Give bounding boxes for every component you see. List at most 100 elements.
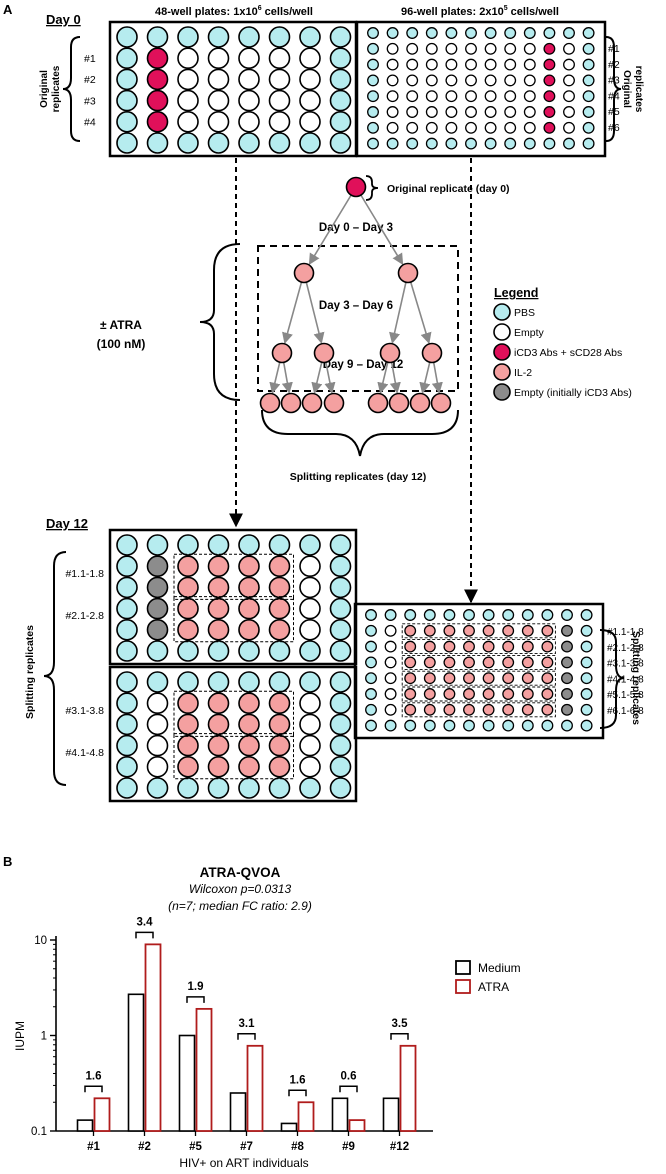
well	[207, 618, 230, 641]
iupm-bar-chart: 0.1110#11.6#23.4#51.9#73.1#81.6#90.6#123…	[31, 916, 433, 1153]
well	[329, 111, 352, 133]
well	[329, 534, 352, 556]
replicate-label: #1.1-1.8	[607, 627, 644, 638]
well	[207, 111, 230, 133]
well	[207, 597, 230, 620]
tree-arrow	[282, 281, 303, 344]
well	[406, 27, 419, 39]
well	[423, 688, 436, 700]
well	[445, 137, 458, 150]
well	[329, 576, 352, 599]
well	[445, 27, 458, 39]
day9-12-label: Day 9 – Day 12	[323, 359, 404, 371]
day0-3-label: Day 0 – Day 3	[319, 222, 393, 234]
well	[207, 47, 230, 70]
well	[423, 624, 436, 637]
well	[116, 618, 138, 641]
well	[425, 106, 438, 118]
well	[543, 58, 556, 71]
well	[502, 656, 515, 669]
well	[116, 47, 138, 70]
well	[177, 555, 199, 578]
well	[580, 703, 593, 716]
chart-subtitle-2: (n=7; median FC ratio: 2.9)	[168, 899, 312, 913]
well	[207, 89, 230, 112]
well	[386, 42, 399, 55]
fold-bracket	[84, 1085, 103, 1093]
well	[238, 47, 260, 70]
well	[563, 121, 575, 134]
legend-title: Legend	[494, 286, 538, 300]
well	[384, 672, 397, 685]
well	[484, 137, 497, 150]
y-axis-label: IUPM	[13, 1021, 27, 1051]
plate48-title: 48-well plates: 1x106 cells/well	[155, 5, 313, 18]
well	[116, 534, 138, 556]
split-reps-right-label: Splitting replicates	[630, 631, 642, 725]
tree-arrow	[419, 362, 431, 394]
well	[463, 609, 475, 621]
well	[238, 734, 260, 757]
replicate-label: #3.1-3.8	[607, 659, 644, 670]
well	[465, 42, 477, 55]
well	[238, 777, 260, 799]
well	[268, 597, 291, 620]
bar-medium	[382, 1097, 400, 1132]
well	[443, 719, 456, 732]
atra-dashed-box	[257, 245, 459, 392]
well	[541, 640, 554, 653]
chart-legend-swatch	[455, 979, 471, 994]
well	[116, 132, 138, 154]
well	[365, 624, 377, 637]
well	[386, 121, 399, 134]
well	[238, 576, 260, 599]
well	[146, 534, 169, 556]
well	[207, 734, 230, 757]
well	[406, 90, 419, 103]
well	[268, 618, 291, 641]
x-tick-label: #8	[291, 1141, 304, 1153]
x-axis-label: HIV+ on ART individuals	[179, 1156, 308, 1170]
x-tick-label: #1	[87, 1141, 100, 1153]
well	[463, 656, 475, 669]
x-tick-label: #9	[342, 1141, 355, 1153]
well	[561, 624, 573, 637]
well	[504, 137, 517, 150]
well	[238, 68, 260, 91]
well	[386, 106, 399, 118]
bar-atra	[297, 1101, 315, 1132]
well	[207, 26, 230, 48]
well	[299, 47, 321, 70]
well	[561, 688, 573, 700]
well	[504, 74, 517, 87]
well	[561, 703, 573, 716]
well	[146, 89, 169, 112]
well	[384, 688, 397, 700]
atra-label: ± ATRA	[100, 318, 142, 332]
day3-6-label: Day 3 – Day 6	[319, 300, 393, 312]
well	[116, 640, 138, 662]
well	[207, 68, 230, 91]
well	[207, 132, 230, 154]
well	[177, 618, 199, 641]
well	[146, 68, 169, 91]
well	[268, 111, 291, 133]
bar-atra	[195, 1007, 213, 1132]
well	[409, 392, 431, 414]
x-tick-label: #7	[240, 1141, 253, 1153]
well	[367, 137, 379, 150]
well	[329, 734, 352, 757]
well	[543, 74, 556, 87]
well	[146, 597, 169, 620]
well	[238, 111, 260, 133]
chart-title: ATRA-QVOA	[200, 865, 281, 880]
replicate-label: #4	[84, 117, 96, 129]
well	[582, 58, 595, 71]
replicate-label: #2.1-2.8	[607, 643, 644, 654]
well	[238, 555, 260, 578]
bar-medium	[127, 993, 145, 1132]
replicate-box	[401, 654, 556, 670]
orig-rep-left-line1: Original	[39, 70, 50, 108]
y-tick-label: 0.1	[31, 1126, 47, 1138]
well	[406, 74, 419, 87]
